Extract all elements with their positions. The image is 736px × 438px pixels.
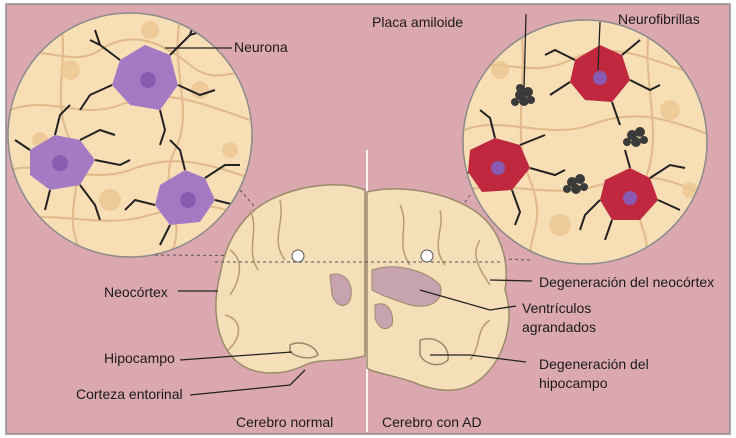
degeneracion-hipocampo-label-line2: hipocampo [539, 375, 608, 392]
cerebro-normal-caption: Cerebro normal [236, 414, 333, 431]
corteza-entorinal-label: Corteza entorinal [76, 386, 183, 403]
ventriculos-label-line1: Ventrículos [522, 300, 591, 317]
placa-amiloide-label: Placa amiloide [372, 14, 463, 31]
neurofibrillas-label: Neurofibrillas [618, 11, 700, 28]
cerebro-con-ad-caption: Cerebro con AD [382, 414, 482, 431]
neurona-label: Neurona [234, 39, 288, 56]
ventriculos-label-line2: agrandados [522, 319, 596, 336]
degeneracion-hipocampo-label-line1: Degeneración del [539, 356, 649, 373]
neocortex-label: Neocórtex [104, 284, 168, 301]
degeneracion-neocortex-label: Degeneración del neocórtex [539, 274, 714, 291]
hipocampo-label: Hipocampo [104, 350, 175, 367]
